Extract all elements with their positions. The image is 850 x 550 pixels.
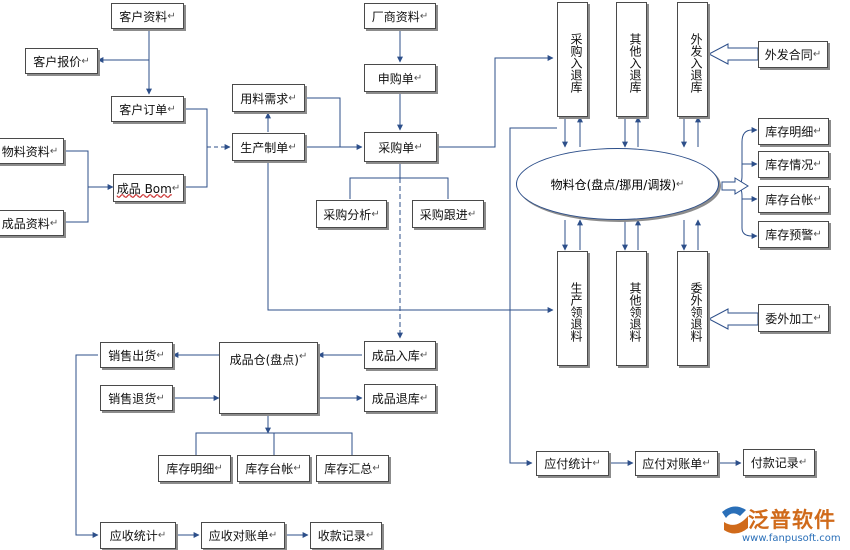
fanpu-logo-icon (722, 506, 748, 534)
box-prod-stock-summary: 库存汇总↵ (316, 455, 389, 482)
box-purchase-order: 采购单↵ (364, 132, 437, 162)
hollow-arrow-outsource-contract (707, 43, 759, 65)
label: 成品仓(盘点) (229, 353, 299, 367)
box-product-in: 成品入库↵ (364, 341, 436, 369)
box-customer-info: 客户资料↵ (111, 3, 184, 29)
box-payment-record: 付款记录↵ (743, 449, 815, 476)
label: 收款记录 (317, 529, 366, 543)
label: 采购单 (378, 140, 415, 155)
box-production-order: 生产制单↵ (232, 133, 305, 161)
label: 客户资料 (119, 9, 168, 24)
box-production-pick-return: 生产领退料 (557, 251, 588, 366)
label: 应收对账单 (208, 529, 269, 543)
box-purchase-analysis: 采购分析↵ (316, 200, 387, 228)
box-outsource-pick-return: 委外领退料 (677, 251, 708, 366)
box-prod-stock-ledger: 库存台帐↵ (237, 455, 310, 482)
label: 采购分析 (323, 207, 372, 222)
box-outsource-contract: 外发合同↵ (758, 41, 828, 68)
label: 物料仓(盘点/挪用/调拨) (550, 177, 677, 192)
box-material-info: 物料资料↵ (0, 138, 64, 164)
box-stock-ledger: 库存台帐↵ (758, 186, 829, 213)
connector-info-bracket (64, 150, 89, 223)
label: 成品退库 (371, 391, 420, 406)
label: 委外加工 (765, 311, 814, 326)
logo-url: www.fanpusoft.com (742, 533, 841, 544)
box-payable-stats: 应付统计↵ (536, 451, 609, 476)
label: 成品资料 (1, 216, 50, 231)
label: 生产制单 (240, 140, 289, 155)
label: 成品 Bom (116, 181, 172, 196)
label: 销售退货 (108, 391, 157, 406)
box-receipt-record: 收款记录↵ (310, 522, 382, 549)
label: 应付统计 (544, 457, 593, 471)
box-other-pick-return: 其他领退料 (616, 251, 647, 366)
label: 厂商资料 (371, 9, 420, 24)
box-stock-warning: 库存预警↵ (758, 221, 829, 248)
arrow-purchase-to-inbound (437, 55, 554, 148)
arrow-warehouse-to-payable (509, 127, 557, 466)
label: 库存情况 (765, 158, 814, 172)
label: 物料资料 (1, 144, 50, 159)
label: 采购跟进 (419, 207, 468, 222)
box-other-in-return: 其他入退库 (616, 2, 647, 117)
connector-analysis-followup (349, 177, 449, 199)
hollow-arrow-outsource-processing (707, 308, 759, 330)
label: 外发合同 (764, 48, 813, 62)
box-receivable-statement: 应收对账单↵ (201, 522, 285, 549)
arrow-production-to-pick (267, 162, 554, 313)
box-product-info: 成品资料↵ (0, 210, 64, 236)
label: 申购单 (377, 71, 414, 86)
box-purchase-request: 申购单↵ (364, 64, 436, 92)
label: 库存明细 (166, 462, 215, 476)
ellipse-material-warehouse: 物料仓(盘点/挪用/调拨)↵ (516, 148, 719, 220)
box-outsource-processing: 委外加工↵ (758, 304, 829, 332)
label: 库存汇总 (324, 462, 373, 476)
box-payable-statement: 应付对账单↵ (635, 451, 718, 476)
label: 库存台帐 (765, 193, 814, 207)
logo-name: 泛普软件 (748, 508, 836, 532)
box-receivable-stats: 应收统计↵ (100, 522, 176, 549)
box-purchase-followup: 采购跟进↵ (412, 200, 484, 228)
box-purchase-in-return: 采购入退库 (557, 2, 588, 117)
label: 付款记录 (750, 456, 799, 470)
connector-order-bom (184, 108, 208, 188)
label: 客户报价 (33, 54, 82, 69)
box-customer-order: 客户订单↵ (111, 96, 184, 122)
label: 应收统计 (109, 529, 158, 543)
hollow-arrow-to-stock (721, 177, 749, 195)
label: 销售出货 (108, 348, 157, 363)
box-outsource-in-return: 外发入退库 (677, 2, 708, 117)
label: 用料需求 (240, 91, 289, 106)
arrow-sales-to-receivable (75, 354, 99, 538)
box-sales-delivery: 销售出货↵ (100, 342, 173, 368)
box-material-demand: 用料需求↵ (232, 84, 305, 112)
box-customer-quote: 客户报价↵ (25, 48, 98, 74)
box-stock-status: 库存情况↵ (758, 151, 829, 178)
box-product-return: 成品退库↵ (364, 384, 436, 412)
label: 库存预警 (765, 228, 814, 242)
label: 应付对账单 (642, 457, 703, 471)
box-prod-stock-detail: 库存明细↵ (158, 455, 231, 482)
hollow-arrows (707, 43, 759, 330)
label: 成品入库 (371, 348, 420, 363)
connector-demand-purchase (305, 97, 341, 147)
box-product-bom: 成品 Bom↵ (113, 174, 184, 202)
box-sales-return: 销售退货↵ (100, 385, 173, 411)
label: 库存台帐 (245, 462, 294, 476)
box-product-warehouse: 成品仓(盘点)↵ (219, 342, 318, 414)
label: 库存明细 (765, 125, 814, 139)
label: 客户订单 (119, 102, 168, 117)
box-stock-detail: 库存明细↵ (758, 118, 829, 145)
box-vendor-info: 厂商资料↵ (364, 3, 436, 29)
